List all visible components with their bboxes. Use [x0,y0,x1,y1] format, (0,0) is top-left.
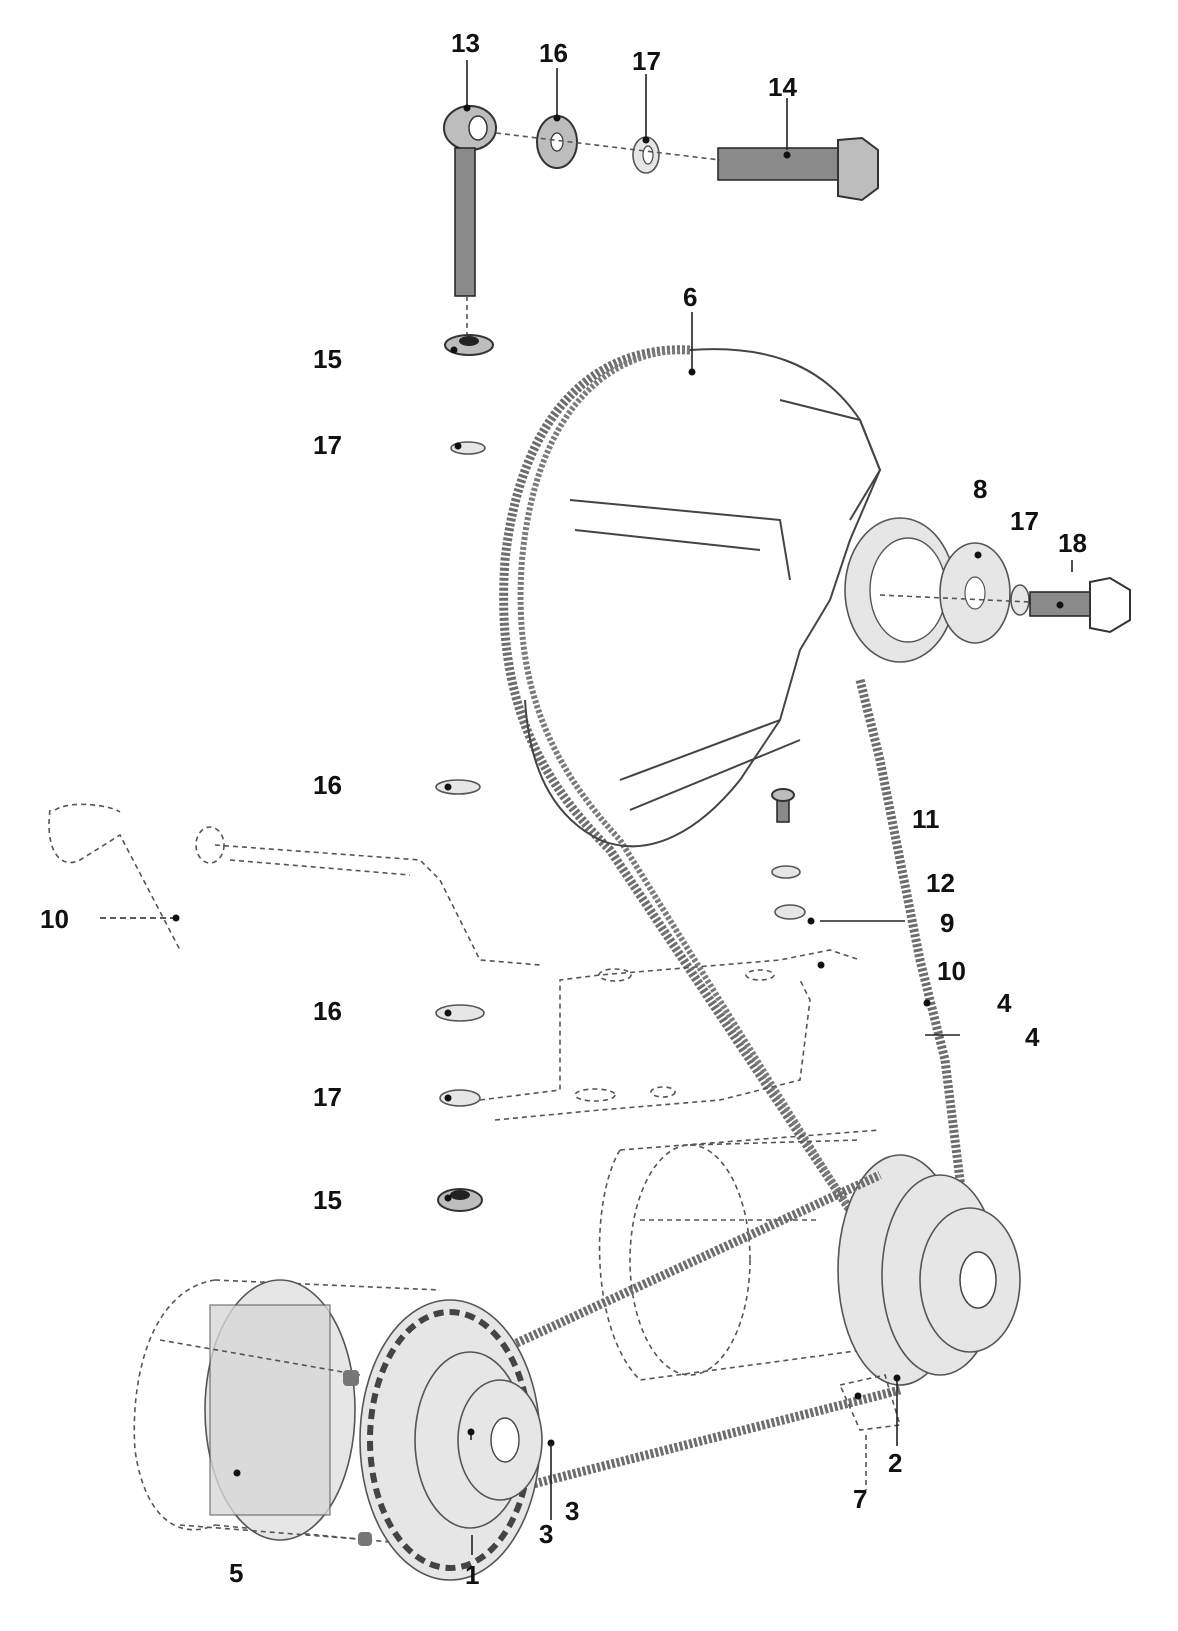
drive-pulley-part-1 [359,1299,543,1581]
callout-16-low: 16 [313,996,342,1026]
hex-bolt-part-14 [717,136,879,202]
callout-12: 12 [926,868,955,898]
callout-15-low: 15 [313,1185,342,1215]
washer-part-16-low [435,1004,485,1022]
washer-part-9 [774,904,806,920]
leader-lines [100,60,1073,1555]
callout-8: 8 [973,474,988,504]
drive-belt-part-3 [478,1170,902,1495]
belt-part-4 [855,678,975,1261]
callout-1: 1 [465,1560,480,1590]
tension-bolt-part-11 [771,788,795,823]
lock-washer-part-17-right [1010,584,1030,616]
callout-16-mid: 16 [313,770,342,800]
washer-part-16-mid [435,779,481,795]
mounting-plate-part-10-right [479,949,861,1121]
callout-17-top: 17 [632,46,661,76]
callout-18: 18 [1058,528,1087,558]
callout-14: 14 [768,72,797,102]
callout-9: 9 [940,908,955,938]
callout-10-left: 10 [40,904,69,934]
callout-6: 6 [683,282,698,312]
lock-washer-part-17-low [439,1089,481,1107]
callout-15-top: 15 [313,344,342,374]
callout-2: 2 [888,1448,903,1478]
lock-washer-part-17-top [632,136,660,174]
callout-17-left: 17 [313,430,342,460]
callout-5: 5 [229,1558,244,1588]
motor-part-5 [133,1279,441,1546]
jackshaft-housing [598,1129,901,1381]
bolt-part-18 [1029,576,1131,634]
nut-part-15-low [437,1188,483,1212]
washer-part-12 [771,865,801,879]
bracket-part-10-left [48,803,541,966]
tensioner-bracket-part-7 [838,1374,902,1490]
callout-16-top: 16 [539,38,568,68]
callout-4-a: 4 [997,988,1012,1018]
double-pulley-part-2 [837,1154,1021,1386]
callout-7: 7 [853,1484,868,1514]
large-pulley-part-6 [499,345,914,1303]
callout-17-right: 17 [1010,506,1039,536]
rod-end-part-13 [443,105,497,297]
callout-4-b: 4 [1025,1022,1040,1052]
callout-13: 13 [451,28,480,58]
flange-washer-part-8 [844,517,1011,663]
callout-3-b: 3 [565,1496,580,1526]
callout-10-right: 10 [937,956,966,986]
callout-17-low: 17 [313,1082,342,1112]
callout-11: 11 [912,804,940,834]
callout-3-a: 3 [539,1519,554,1549]
